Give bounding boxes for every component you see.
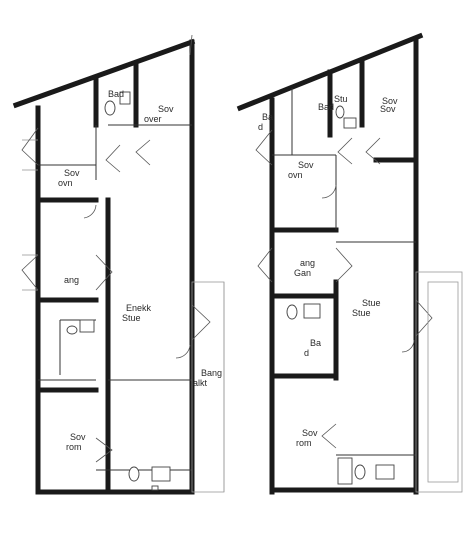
- left-kitchen-label-1: Enekk: [126, 303, 152, 313]
- left-sov-bottom-label-1: Sov: [70, 432, 86, 442]
- left-sink-basin-icon: [66, 325, 78, 335]
- left-sov-bottom-label-2: rom: [66, 442, 82, 452]
- right-gang-label-2: Gan: [294, 268, 311, 278]
- right-doors: [255, 129, 433, 449]
- right-stue-top-label-1: Stu: [334, 94, 348, 104]
- left-sov-top-label-2: over: [144, 114, 162, 124]
- left-sov-mid-label-1: Sov: [64, 168, 80, 178]
- left-unit: Bad Sov over Sov ovn ang Enekk Stue Sov …: [12, 34, 225, 495]
- left-toilet-bottom-icon: [128, 466, 140, 482]
- right-sov-mid-label-1: Sov: [298, 160, 314, 170]
- left-gang-label: ang: [64, 275, 79, 285]
- right-bath-fixtures: [286, 105, 395, 485]
- left-toilet-icon: [104, 100, 116, 116]
- left-sink-bottom-icon: [151, 466, 171, 482]
- right-balcony-inner: [427, 281, 459, 483]
- right-sov-mid-label-2: ovn: [288, 170, 303, 180]
- left-bad-top-label: Bad: [108, 89, 124, 99]
- right-sov-bottom-label-1: Sov: [302, 428, 318, 438]
- right-stue-top-label-2: Bad: [318, 102, 334, 112]
- right-bad-left-label-2: d: [258, 122, 263, 132]
- right-sov-top-label-1: Sov: [382, 96, 398, 106]
- right-bad-mid-label-2: d: [304, 348, 309, 358]
- right-toilet-bottom-icon: [354, 464, 366, 480]
- left-cabinet-icon: [79, 319, 95, 333]
- left-doors: [21, 34, 211, 463]
- right-sov-top-label-2: Sov: [380, 104, 396, 114]
- right-stue-label-1: Stue: [362, 298, 381, 308]
- right-unit: Ba d Stu Bad Sov Sov Sov ovn ang Gan Stu…: [236, 32, 463, 495]
- right-gang-label-1: ang: [300, 258, 315, 268]
- left-windows: [22, 139, 38, 291]
- left-unit-roof-wall: [12, 38, 196, 109]
- left-drain-icon: [151, 485, 159, 491]
- left-sov-mid-label-2: ovn: [58, 178, 73, 188]
- left-sink-icon: [119, 91, 131, 105]
- left-bath-fixtures: [66, 91, 171, 491]
- right-sink-bottom-icon: [375, 464, 395, 480]
- right-bad-mid-label-1: Ba: [310, 338, 321, 348]
- right-toilet-mid-icon: [286, 304, 298, 320]
- right-balcony: [415, 271, 463, 493]
- left-balkong-label-1: Bang: [201, 368, 222, 378]
- left-balkong-label-2: alkt: [193, 378, 208, 388]
- right-sink-mid-icon: [303, 303, 321, 319]
- right-stue-label-2: Stue: [352, 308, 371, 318]
- left-kitchen-label-2: Stue: [122, 313, 141, 323]
- left-sov-top-label-1: Sov: [158, 104, 174, 114]
- right-sov-bottom-label-2: rom: [296, 438, 312, 448]
- right-shower-icon: [337, 457, 353, 485]
- right-bad-left-label-1: Ba: [262, 112, 273, 122]
- right-toilet-icon: [335, 105, 345, 119]
- right-sink-icon: [343, 117, 357, 129]
